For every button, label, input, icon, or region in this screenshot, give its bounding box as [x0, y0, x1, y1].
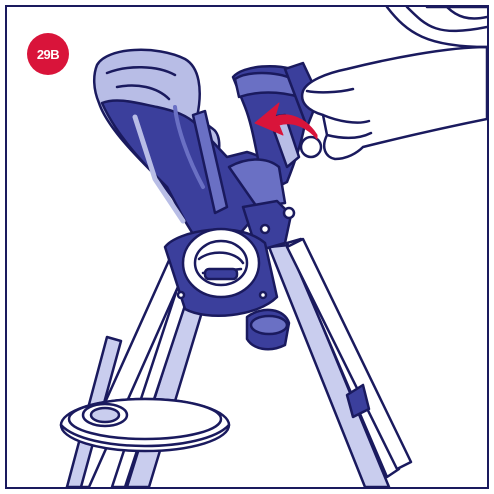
rear-right-leg	[269, 239, 399, 487]
lower-bracket	[247, 310, 289, 349]
recline-hub	[165, 229, 277, 316]
adult-hand	[302, 7, 487, 159]
illustration-frame: 29B	[5, 5, 489, 489]
step-number-badge: 29B	[27, 33, 69, 75]
tray	[61, 399, 229, 451]
high-chair-illustration	[7, 7, 487, 487]
